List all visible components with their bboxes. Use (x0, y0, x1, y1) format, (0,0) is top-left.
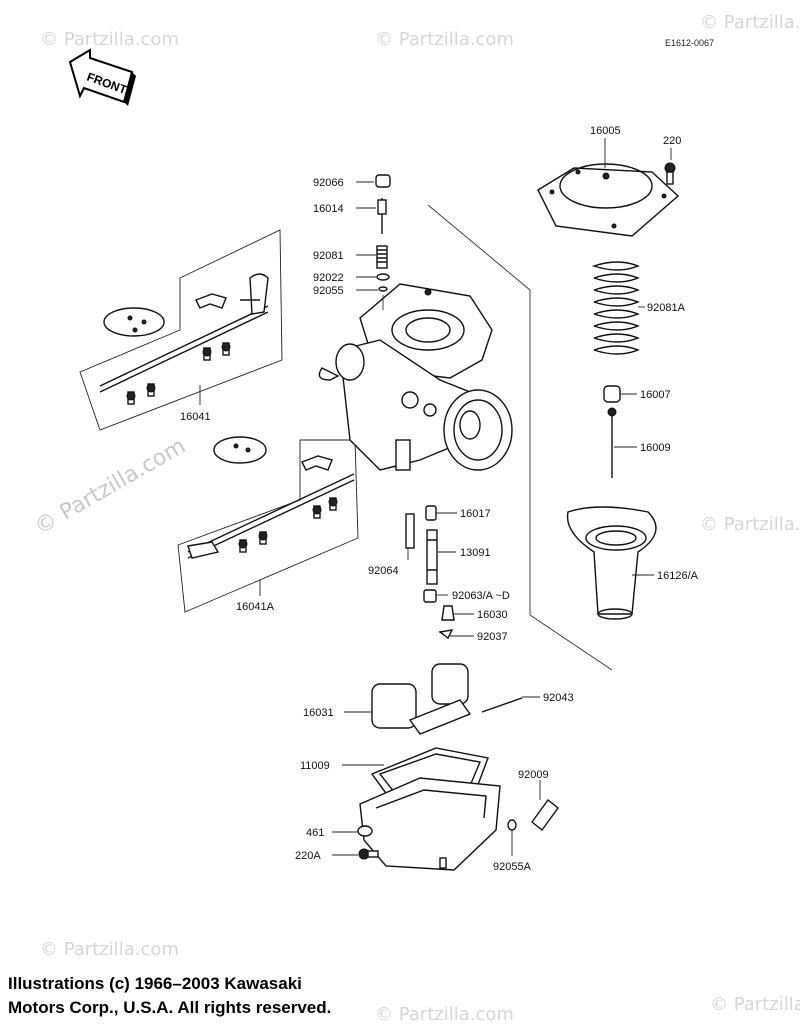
callout-16007: 16007 (640, 389, 671, 401)
float-valve-16030 (441, 605, 455, 621)
assembly-line (427, 204, 613, 671)
watermark: © Partzilla.com (375, 29, 514, 50)
float-16031 (371, 663, 472, 735)
callout-92081: 92081 (313, 250, 344, 262)
vacuum-cover-16005 (537, 163, 680, 237)
drain-screw-92009 (531, 798, 559, 832)
oring-92055A (507, 819, 517, 831)
callout-16030: 16030 (477, 609, 508, 621)
callout-labels: 16005 220 92066 16014 92081 92022 92055 … (180, 125, 699, 873)
callout-16031: 16031 (303, 707, 334, 719)
pilot-screw-92064 (405, 513, 415, 549)
screw-220 (664, 162, 676, 185)
jet-needle-16009 (607, 407, 617, 478)
float-bowl (359, 777, 501, 871)
needle-holder-16007 (603, 385, 621, 403)
jet-16017 (425, 505, 437, 521)
panel-16041 (79, 229, 283, 431)
carburetor-body (318, 283, 513, 471)
callout-16017: 16017 (460, 508, 491, 520)
watermark: © Partzilla.com (40, 29, 179, 50)
pin-92043 (481, 697, 523, 713)
watermark: © Partzilla.com (710, 994, 800, 1015)
panel-16041A (177, 439, 359, 613)
callout-220: 220 (663, 135, 681, 147)
callout-16005: 16005 (590, 125, 621, 137)
front-arrow-icon: FRONT (68, 48, 136, 106)
watermark: © Partzilla.com (31, 434, 191, 541)
callout-92009: 92009 (518, 769, 549, 781)
jet-parts-column (375, 174, 391, 292)
throttle-linkage-16041 (99, 273, 269, 405)
copyright-line-2: Motors Corp., U.S.A. All rights reserved… (8, 998, 332, 1017)
main-jet-92063 (423, 589, 437, 603)
callout-461: 461 (306, 827, 324, 839)
watermark: © Partzilla.com (375, 1004, 514, 1025)
callout-92055A: 92055A (493, 861, 532, 873)
callout-92037: 92037 (477, 631, 508, 643)
copyright-notice: Illustrations (c) 1966–2003 Kawasaki Mot… (8, 972, 608, 1020)
leader-lines (199, 138, 672, 856)
washer-461 (357, 825, 373, 837)
copyright-line-1: Illustrations (c) 1966–2003 Kawasaki (8, 974, 302, 993)
watermark: © Partzilla.com (700, 514, 800, 535)
clip-92037 (438, 629, 454, 640)
callout-92081A: 92081A (647, 302, 686, 314)
callout-92066: 92066 (313, 177, 344, 189)
callout-16041A: 16041A (236, 601, 275, 613)
screw-220A (358, 848, 379, 860)
watermarks: © Partzilla.com © Partzilla.com © Partzi… (31, 12, 800, 1025)
callout-92064: 92064 (368, 565, 399, 577)
diagram-code: E1612-0067 (665, 38, 714, 48)
callout-16009: 16009 (640, 442, 671, 454)
watermark: © Partzilla.com (40, 939, 179, 960)
callout-92022: 92022 (313, 272, 344, 284)
callout-92063: 92063/A ~D (452, 590, 510, 602)
callout-16014: 16014 (313, 203, 344, 215)
callout-16126: 16126/A (657, 570, 699, 582)
needle-jet-13091 (426, 529, 438, 585)
callout-11009: 11009 (300, 760, 330, 772)
spring-92081A (591, 261, 640, 355)
throttle-linkage-16041A (187, 436, 355, 559)
callout-13091: 13091 (460, 547, 491, 559)
callout-16041: 16041 (180, 411, 211, 423)
callout-92055: 92055 (313, 285, 344, 297)
callout-220A: 220A (295, 850, 321, 862)
callout-92043: 92043 (543, 692, 574, 704)
watermark: © Partzilla.com (700, 12, 800, 33)
vacuum-piston-16126 (566, 506, 657, 620)
